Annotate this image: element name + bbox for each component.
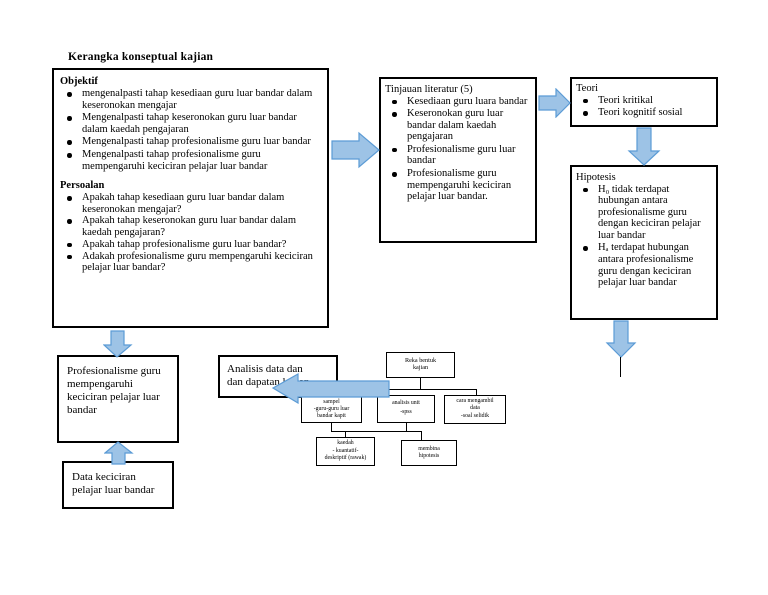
- reka-bentuk-line-1: Reka bentuk: [404, 357, 437, 364]
- profesionalisme-box: Profesionalisme guru mempengaruhi kecici…: [57, 355, 179, 443]
- connector-kaedah-down: [345, 431, 346, 438]
- persoalan-list: Apakah tahap kesediaan guru luar bandar …: [60, 192, 321, 273]
- teori-box: Teori Teori kritikal Teori kognitif sosi…: [570, 77, 718, 127]
- teori-heading: Teori: [576, 83, 599, 94]
- list-item: Teori kognitif sosial: [576, 107, 712, 119]
- kaedah-line-3: deskriptif (rawak): [324, 455, 367, 461]
- list-item: Mengenalpasti tahap profesionalisme guru…: [60, 149, 321, 172]
- list-item: Adakah profesionalisme guru mempengaruhi…: [60, 251, 321, 274]
- arrow-teori-to-hipotesis: [627, 127, 661, 166]
- list-item: Profesionalisme guru mempengaruhi kecici…: [385, 168, 530, 203]
- profesionalisme-text: Profesionalisme guru mempengaruhi kecici…: [67, 365, 161, 416]
- arrow-objektif-to-tinjauan: [331, 131, 380, 169]
- hipotesis-heading: Hipotesis: [576, 172, 616, 183]
- reka-bentuk-box: Reka bentuk kajian: [386, 352, 455, 378]
- hipotesis-box: Hipotesis H₀ tidak terdapat hubungan ant…: [570, 165, 718, 320]
- membina-line-1: membina: [418, 446, 440, 452]
- kaedah-line-2: - kuantatif-: [332, 448, 359, 454]
- page-title: Kerangka konseptual kajian: [68, 51, 214, 63]
- tinjauan-list: Kesediaan guru luara bandar Keseronokan …: [385, 96, 530, 203]
- cara-data-line-1: cara mengambil: [456, 398, 494, 404]
- list-item: Apakah tahap keseronokan guru luar banda…: [60, 215, 321, 238]
- data-keciciran-box: Data keciciran pelajar luar bandar: [62, 461, 174, 509]
- membina-line-2: hipotesis: [418, 453, 440, 459]
- list-item: Mengenalpasti tahap keseronokan guru lua…: [60, 112, 321, 135]
- list-item: Hₐ terdapat hubungan antara profesionali…: [576, 242, 711, 288]
- analisis-line-1: Analisis data dan: [227, 363, 303, 375]
- hipotesis-list: H₀ tidak terdapat hubungan antara profes…: [576, 184, 711, 289]
- tinjauan-literatur-box: Tinjauan literatur (5) Kesediaan guru lu…: [379, 77, 537, 243]
- cara-data-line-2: data: [470, 405, 480, 411]
- cara-mengambil-data-box: cara mengambil data -soal selidik: [444, 395, 506, 424]
- list-item: Apakah tahap kesediaan guru luar bandar …: [60, 192, 321, 215]
- objektif-list: mengenalpasti tahap kesediaan guru luar …: [60, 88, 321, 172]
- list-item: Profesionalisme guru luar bandar: [385, 144, 530, 167]
- analisis-unit-box: analisis unit -spss: [377, 395, 435, 423]
- kaedah-box: kaedah - kuantatif- deskriptif (rawak): [316, 437, 375, 466]
- analisis-unit-line-2: -spss: [400, 409, 412, 415]
- connector-cara-down: [476, 389, 477, 395]
- arrow-down-to-profesionalisme: [103, 330, 133, 358]
- list-item: Teori kritikal: [576, 95, 712, 107]
- sampel-line-3: bandar kapit: [317, 413, 346, 419]
- membina-hipotesis-box: membina hipotesis: [401, 440, 457, 466]
- connector-membina-down: [421, 431, 422, 440]
- sampel-line-2: -guru-guru luar: [313, 406, 350, 412]
- arrow-tinjauan-to-teori: [538, 88, 571, 118]
- cara-data-line-3: -soal selidik: [460, 413, 490, 419]
- kaedah-line-1: kaedah: [337, 440, 354, 446]
- list-item: Kesediaan guru luara bandar: [385, 96, 530, 108]
- objektif-heading: Objektif: [60, 76, 98, 87]
- analisis-unit-line-1: analisis unit: [392, 400, 420, 406]
- list-item: Mengenalpasti tahap profesionalisme guru…: [60, 136, 321, 148]
- connector-sampel-lower: [331, 423, 332, 432]
- connector-reka-down: [420, 378, 421, 390]
- objektif-persoalan-box: Objektif mengenalpasti tahap kesediaan g…: [52, 68, 329, 328]
- teori-list: Teori kritikal Teori kognitif sosial: [576, 95, 712, 119]
- tinjauan-heading: Tinjauan literatur (5): [385, 84, 473, 95]
- list-item: Apakah tahap profesionalisme guru luar b…: [60, 239, 321, 250]
- sampel-box: sampel -guru-guru luar bandar kapit: [301, 396, 362, 423]
- connector-lower-horizontal: [331, 431, 422, 432]
- reka-bentuk-line-2: kajian: [412, 364, 429, 372]
- arrow-up-to-profesionalisme: [104, 441, 134, 465]
- persoalan-heading: Persoalan: [60, 180, 105, 192]
- list-item: mengenalpasti tahap kesediaan guru luar …: [60, 88, 321, 111]
- connector-analisis-lower: [406, 423, 407, 432]
- arrow-hipotesis-down: [605, 320, 637, 358]
- arrow-metodologi-to-analisis: [272, 372, 390, 404]
- sampel-line-1: sampel: [323, 399, 340, 405]
- list-item: Keseronokan guru luar bandar dalam kaeda…: [385, 108, 530, 143]
- connector-hipotesis-vertical: [620, 357, 621, 377]
- list-item: H₀ tidak terdapat hubungan antara profes…: [576, 184, 711, 242]
- connector-reka-horizontal: [331, 389, 477, 390]
- data-keciciran-text: Data keciciran pelajar luar bandar: [72, 471, 155, 496]
